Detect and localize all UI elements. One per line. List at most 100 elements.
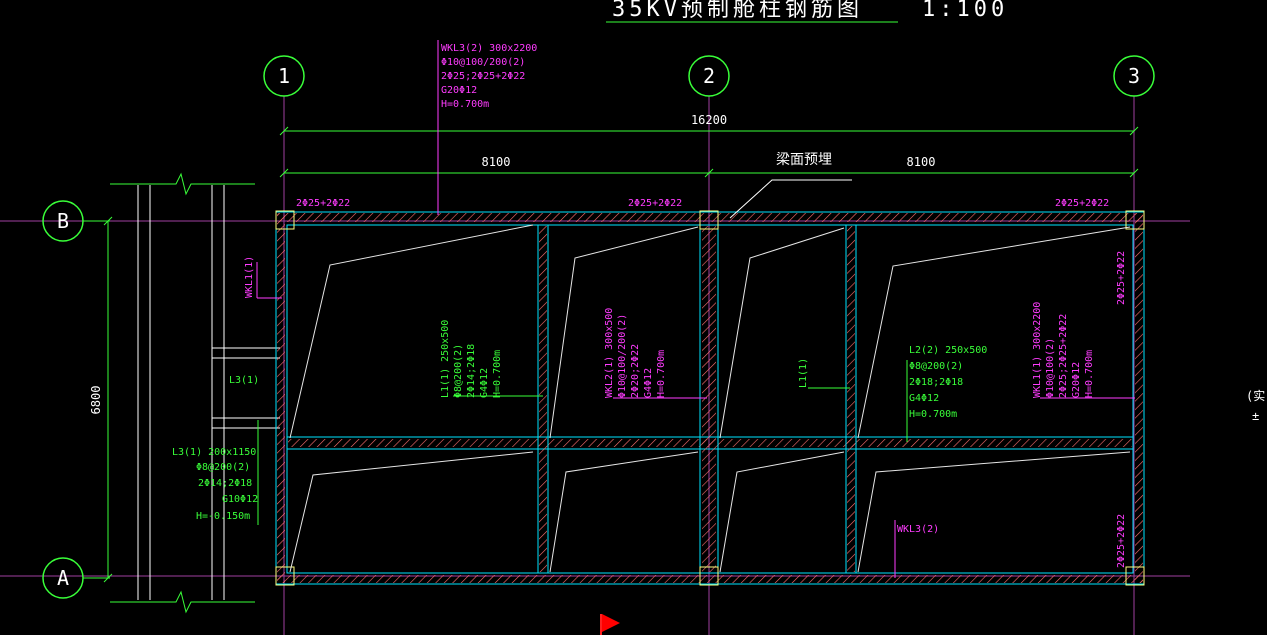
- l1-mark-label: L1(1): [798, 358, 809, 388]
- wkl2-detail-line-5: H=0.700m: [656, 350, 667, 398]
- top-rebar-3: 2Φ25+2Φ22: [1055, 198, 1109, 209]
- top-rebar-2: 2Φ25+2Φ22: [628, 198, 682, 209]
- right-rebar-lower: 2Φ25+2Φ22: [1116, 514, 1127, 568]
- fold-line: [549, 451, 699, 573]
- fold-line: [857, 451, 1131, 573]
- dim-bay-1-value: 8100: [482, 155, 511, 169]
- l1-detail-line-5: H=0.700m: [492, 350, 503, 398]
- wkl3-top-annotation: WKL3(2) 300x2200 Φ10@100/200(2) 2Φ25;2Φ2…: [441, 43, 537, 110]
- fold-line: [289, 224, 534, 439]
- interior-beam-2: [699, 224, 719, 574]
- fold-line: [857, 226, 1131, 439]
- axis-label-2: 2: [703, 64, 715, 88]
- slab-fold-lines: [289, 224, 1131, 573]
- fold-line: [719, 451, 845, 573]
- wkl1-left-label: WKL1(1): [244, 256, 255, 298]
- axis-bubble-2: [688, 55, 730, 97]
- wkl1-right-line-3: 2Φ25;2Φ25+2Φ22: [1058, 314, 1069, 398]
- l1-detail-line-3: 2Φ14;2Φ18: [466, 344, 477, 398]
- axis-bubbles: 1 2 3 B A: [42, 55, 1155, 599]
- top-rebar-1: 2Φ25+2Φ22: [296, 198, 350, 209]
- dim-depth-value: 6800: [89, 386, 103, 415]
- interior-beam-1: [537, 224, 549, 574]
- wkl3-bottom-label: WKL3(2): [897, 524, 939, 535]
- wkl3-top-line-2: Φ10@100/200(2): [441, 57, 525, 68]
- leader-embed: [729, 179, 852, 219]
- wkl3-top-line-3: 2Φ25;2Φ25+2Φ22: [441, 71, 525, 82]
- fold-line: [719, 227, 845, 439]
- column: [699, 566, 719, 586]
- top-beam-hatch: [277, 213, 1143, 222]
- fold-line: [289, 451, 534, 573]
- wkl1-right-detail-annotation: WKL1(1) 300x2200 Φ10@100(2) 2Φ25;2Φ25+2Φ…: [1032, 302, 1095, 398]
- axis-grid-lines: [0, 96, 1190, 635]
- break-line-top: [110, 172, 255, 196]
- side-note-1: (实: [1246, 388, 1265, 403]
- frame-outer: [275, 211, 1145, 585]
- column: [1125, 566, 1145, 586]
- column: [275, 566, 295, 586]
- column: [275, 210, 295, 230]
- wkl3-top-line-4: G20Φ12: [441, 85, 477, 96]
- l3-detail-line-3: 2Φ14;2Φ18: [198, 478, 252, 489]
- wkl1-right-line-4: G20Φ12: [1071, 362, 1082, 398]
- l3-detail-line-1: L3(1) 200x1150: [172, 447, 256, 458]
- l2-detail-line-5: H=0.700m: [909, 409, 957, 420]
- beam-frame: [275, 211, 1145, 585]
- l1-detail-annotation: L1(1) 250x500 Φ8@200(2) 2Φ14;2Φ18 G4Φ12 …: [440, 320, 503, 398]
- dimension-lines: [103, 126, 1139, 583]
- wkl3-top-line-5: H=0.700m: [441, 99, 489, 110]
- l2-detail-line-1: L2(2) 250x500: [909, 345, 987, 356]
- right-rebar-upper: 2Φ25+2Φ22: [1116, 251, 1127, 305]
- l1-detail-line-4: G4Φ12: [479, 368, 490, 398]
- l1-detail-line-1: L1(1) 250x500: [440, 320, 451, 398]
- axis-bubble-1: [263, 55, 305, 97]
- wkl2-detail-line-3: 2Φ20;2Φ22: [630, 344, 641, 398]
- l3-detail-line-5: H=-0.150m: [196, 511, 250, 522]
- axis-label-1: 1: [278, 64, 290, 88]
- wkl1-right-line-2: Φ10@100(2): [1045, 338, 1056, 398]
- l2-detail-line-2: Φ8@200(2): [909, 361, 963, 372]
- left-wall-section: [110, 172, 280, 614]
- dim-tick: [1129, 168, 1139, 178]
- dim-tick: [103, 573, 113, 583]
- break-line-bottom: [110, 590, 255, 614]
- column: [699, 210, 719, 230]
- drawing-title: 35KV预制舱柱钢筋图 1:100: [606, 0, 1008, 23]
- wkl1-right-line-5: H=0.700m: [1084, 350, 1095, 398]
- axis-label-a: A: [57, 566, 69, 590]
- l2-detail-line-3: 2Φ18;2Φ18: [909, 377, 963, 388]
- axis-label-b: B: [57, 209, 69, 233]
- l3-detail-line-2: Φ8@200(2): [196, 462, 250, 473]
- wkl2-detail-line-4: G4Φ12: [643, 368, 654, 398]
- left-beam-hatch: [277, 213, 285, 583]
- l2-detail-line-4: G4Φ12: [909, 393, 939, 404]
- interior-beam-3-hatch: [847, 226, 855, 572]
- wkl3-top-line-1: WKL3(2) 300x2200: [441, 43, 537, 54]
- dim-bay-2-value: 8100: [907, 155, 936, 169]
- l3-detail-annotation: L3(1) 200x1150 Φ8@200(2) 2Φ14;2Φ18 G10Φ1…: [172, 447, 258, 522]
- dim-tick: [704, 168, 714, 178]
- wkl1-right-line-1: WKL1(1) 300x2200: [1032, 302, 1043, 398]
- flag-icon: [602, 614, 620, 632]
- axis-bubble-3: [1113, 55, 1155, 97]
- dim-tick: [279, 126, 289, 136]
- wkl2-detail-line-2: Φ10@100/200(2): [617, 314, 628, 398]
- column: [1125, 210, 1145, 230]
- l1-detail-line-2: Φ8@200(2): [453, 344, 464, 398]
- dim-tick: [279, 168, 289, 178]
- dim-overall-value: 16200: [691, 113, 727, 127]
- interior-beam-3: [845, 224, 857, 574]
- bottom-beam-hatch: [277, 575, 1143, 583]
- axis-label-3: 3: [1128, 64, 1140, 88]
- l3-mark-label: L3(1): [229, 375, 259, 386]
- beam-top-embed-callout: 梁面预埋: [776, 152, 832, 168]
- drawing-scale: 1:100: [922, 0, 1008, 22]
- right-beam-hatch: [1135, 213, 1143, 583]
- fold-line: [549, 226, 699, 439]
- dim-tick: [103, 216, 113, 226]
- l3-detail-line-4: G10Φ12: [222, 494, 258, 505]
- side-note-2: ±: [1252, 409, 1259, 423]
- leader-lines: [256, 40, 1135, 578]
